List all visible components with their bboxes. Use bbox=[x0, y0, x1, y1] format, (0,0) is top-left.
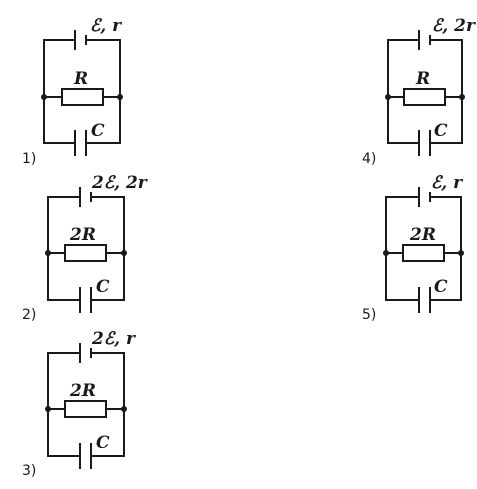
circuit-1: ℰ, r R C 1) bbox=[22, 16, 123, 167]
junction-right bbox=[121, 406, 127, 412]
circuit-5: ℰ, r 2R C 5) bbox=[362, 173, 464, 323]
resistor bbox=[402, 244, 445, 262]
emf-label: ℰ, r bbox=[431, 173, 463, 193]
resistor-label: 2R bbox=[69, 225, 96, 245]
junction-left bbox=[41, 94, 47, 100]
option-number: 1) bbox=[22, 151, 36, 167]
emf-label: 2ℰ, 2r bbox=[91, 173, 148, 193]
emf-label: ℰ, r bbox=[90, 16, 122, 36]
right-wire bbox=[91, 196, 125, 301]
emf-label: 2ℰ, r bbox=[91, 329, 136, 349]
emf-label: ℰ, 2r bbox=[432, 16, 476, 36]
junction-right bbox=[121, 250, 127, 256]
resistor bbox=[64, 400, 107, 418]
left-wire bbox=[387, 39, 419, 144]
capacitor-label: C bbox=[434, 277, 448, 297]
junction-right bbox=[458, 250, 464, 256]
resistor bbox=[61, 88, 104, 106]
option-number: 4) bbox=[362, 151, 376, 167]
resistor-label: R bbox=[73, 69, 88, 89]
junction-left bbox=[45, 406, 51, 412]
left-wire bbox=[385, 196, 419, 301]
resistor-label: 2R bbox=[69, 381, 96, 401]
right-wire bbox=[91, 352, 125, 457]
left-wire bbox=[47, 196, 80, 301]
option-number: 5) bbox=[362, 307, 376, 323]
circuit-3: 2ℰ, r 2R C 3) bbox=[22, 329, 136, 479]
right-wire bbox=[430, 39, 463, 144]
right-wire bbox=[430, 196, 462, 301]
junction-right bbox=[117, 94, 123, 100]
right-wire bbox=[86, 39, 121, 144]
option-number: 2) bbox=[22, 307, 36, 323]
junction-left bbox=[383, 250, 389, 256]
resistor-label: R bbox=[415, 69, 430, 89]
circuit-2: 2ℰ, 2r 2R C 2) bbox=[22, 173, 148, 323]
resistor-label: 2R bbox=[409, 225, 436, 245]
junction-right bbox=[459, 94, 465, 100]
left-wire bbox=[47, 352, 80, 457]
resistor bbox=[403, 88, 446, 106]
option-number: 3) bbox=[22, 463, 36, 479]
capacitor-label: C bbox=[91, 121, 105, 141]
resistor bbox=[64, 244, 107, 262]
junction-left bbox=[385, 94, 391, 100]
capacitor-label: C bbox=[96, 433, 110, 453]
left-wire bbox=[43, 39, 75, 144]
capacitor-label: C bbox=[434, 121, 448, 141]
junction-left bbox=[45, 250, 51, 256]
circuit-4: ℰ, 2r R C 4) bbox=[362, 16, 476, 167]
capacitor-label: C bbox=[96, 277, 110, 297]
